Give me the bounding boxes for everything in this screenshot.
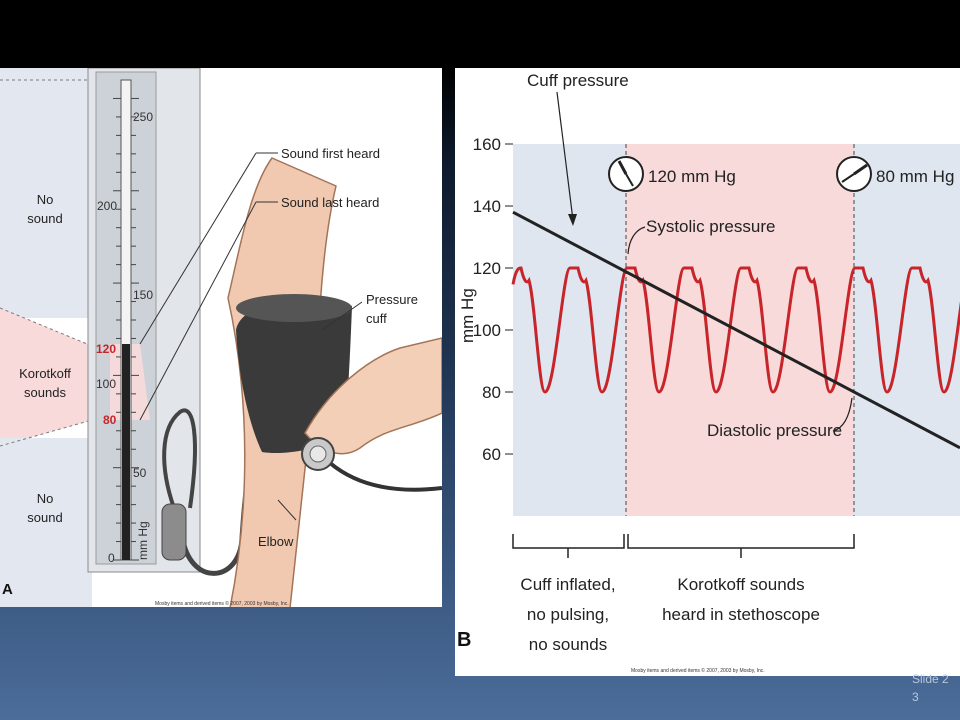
korotkoff-phase-line1: Korotkoff sounds (677, 575, 804, 594)
zone-divider (0, 307, 93, 347)
inflated-zone (513, 144, 626, 516)
panel-a-credit: Mosby items and derived items © 2007, 20… (155, 600, 289, 607)
panel-a-illustration: No sound Korotkoff sounds No sound 250 2… (0, 68, 442, 607)
no-sound-bottom-zone (0, 438, 92, 607)
inflated-bracket (512, 534, 625, 549)
gauge-label-0: 0 (108, 551, 115, 565)
diastolic-dial-label: 80 mm Hg (876, 167, 954, 186)
panel-b-credit: Mosby items and derived items © 2007, 20… (631, 667, 765, 674)
pressure-wave-line (511, 266, 960, 394)
panel-a-letter: A (2, 581, 13, 598)
cuff-pressure-arrowhead (568, 214, 577, 226)
sound-last-heard-label: Sound last heard (281, 195, 379, 210)
gauge-label-80: 80 (103, 413, 117, 427)
cuff-pressure-line (512, 210, 960, 450)
gauge-tick-marks (113, 97, 139, 561)
systolic-dial (608, 156, 644, 192)
diastolic-pressure-arrow (832, 397, 853, 432)
korotkoff-phase-line2: heard in stethoscope (662, 605, 820, 624)
bulb (161, 503, 187, 561)
korotkoff-zone (0, 308, 92, 446)
no-sound-bottom-line2: sound (27, 510, 62, 525)
sound-first-heard-label: Sound first heard (281, 146, 380, 161)
slide-number: Slide 23 (912, 672, 949, 704)
elbow-leader (277, 499, 297, 521)
inflated-phase-line2: no pulsing, (527, 605, 609, 624)
elbow-label: Elbow (258, 534, 294, 549)
y-tick-label: 140 (473, 197, 501, 216)
systolic-pressure-label: Systolic pressure (646, 217, 775, 236)
y-tick-label: 60 (482, 445, 501, 464)
korotkoff-line1: Korotkoff (19, 366, 71, 381)
panel-b-svg: mm Hg 60 80 100 120 140 160 Cuff pressure 120… (457, 71, 960, 674)
korotkoff-zone (626, 144, 854, 516)
diastolic-pressure-label: Diastolic pressure (707, 421, 842, 440)
gauge-label-50: 50 (133, 466, 147, 480)
gauge-label-200: 200 (97, 199, 117, 213)
cuff-pressure-label: Cuff pressure (527, 71, 629, 90)
no-sound-top-zone (0, 68, 92, 318)
panel-b-chart: mm Hg 60 80 100 120 140 160 Cuff pressure 120… (455, 68, 960, 676)
no-sound-top-line2: sound (27, 211, 62, 226)
systolic-pressure-arrow (627, 226, 646, 255)
korotkoff-line2: sounds (24, 385, 66, 400)
y-axis-ticks: 60 80 100 120 140 160 (473, 135, 513, 464)
last-heard-leader (139, 201, 257, 421)
hand (304, 337, 442, 455)
cuff-pressure-arrow (556, 91, 574, 221)
zone-divider (0, 419, 93, 447)
stethoscope-diaphragm (309, 445, 327, 463)
gauge-label-120: 120 (96, 342, 116, 356)
no-sound-bottom-line1: No (37, 491, 54, 506)
y-tick-label: 160 (473, 135, 501, 154)
y-tick-label: 120 (473, 259, 501, 278)
no-sound-top-line1: No (37, 192, 54, 207)
diastolic-dial (836, 156, 872, 192)
stethoscope-tube (328, 461, 442, 492)
panel-a-svg: No sound Korotkoff sounds No sound 250 2… (0, 68, 442, 607)
pressure-cuff-label-line2: cuff (366, 311, 387, 326)
bulb-tube (162, 408, 197, 509)
korotkoff-bracket (627, 534, 855, 549)
systolic-dial-label: 120 mm Hg (648, 167, 736, 186)
first-heard-leader (139, 152, 257, 345)
y-tick-label: 100 (473, 321, 501, 340)
y-axis-label: mm Hg (458, 288, 477, 343)
pressure-cuff-label-line1: Pressure (366, 292, 418, 307)
panel-b-letter: B (457, 629, 471, 651)
inflated-phase-line3: no sounds (529, 635, 607, 654)
cuff-leader (321, 301, 363, 331)
mercury-column (122, 344, 130, 560)
inflated-phase-line1: Cuff inflated, (520, 575, 615, 594)
pressure-cuff-rim (236, 294, 352, 322)
y-tick-label: 80 (482, 383, 501, 402)
gauge-unit-label: mm Hg (136, 521, 150, 560)
gauge-label-250: 250 (133, 110, 153, 124)
gauge-label-150: 150 (133, 288, 153, 302)
gauge-label-100: 100 (96, 377, 116, 391)
post-zone (854, 144, 960, 516)
